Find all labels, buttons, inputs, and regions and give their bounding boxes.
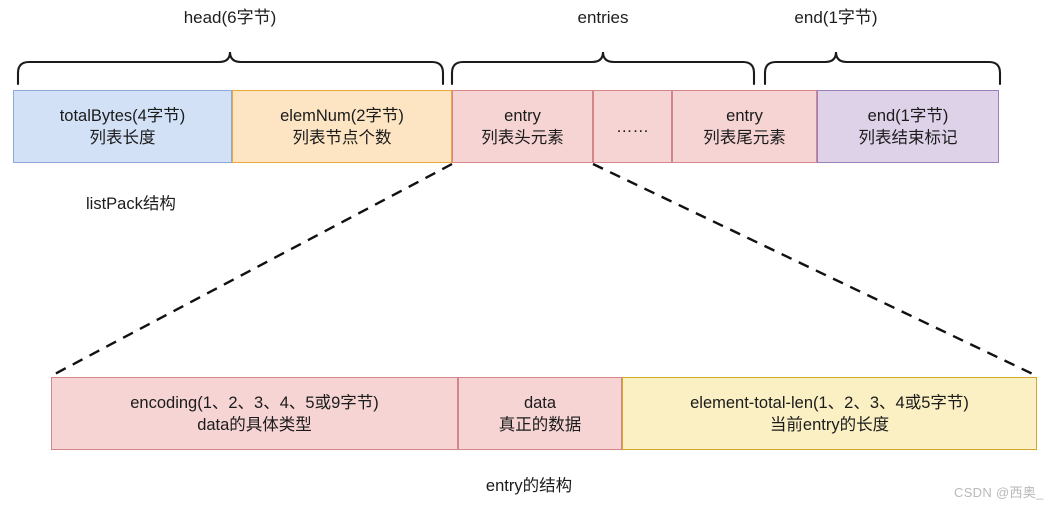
entry-data: data 真正的数据 [458, 377, 622, 450]
cell-entry-tail-line2: 列表尾元素 [703, 128, 786, 147]
entry-encoding-line2: data的具体类型 [197, 415, 312, 434]
entry-element-total-len-line2: 当前entry的长度 [769, 415, 890, 434]
dashed-connector-lines [50, 162, 1038, 378]
cell-entry-ellipsis-line1: …… [616, 117, 649, 136]
entry-element-total-len-line1: element-total-len(1、2、3、4或5字节) [690, 393, 969, 412]
brace-1 [450, 51, 756, 86]
cell-elemNum: elemNum(2字节) 列表节点个数 [232, 90, 452, 163]
cell-end-line2: 列表结束标记 [858, 128, 958, 147]
entry-data-line2: 真正的数据 [498, 415, 582, 434]
brace-2 [763, 51, 1002, 86]
cell-elemNum-line2: 列表节点个数 [292, 128, 392, 147]
cell-entry-ellipsis: …… [593, 90, 672, 163]
entry-data-line1: data [523, 393, 557, 412]
brace-label-entries: entries [577, 8, 629, 27]
entry-encoding: encoding(1、2、3、4、5或9字节) data的具体类型 [51, 377, 458, 450]
entry-encoding-line1: encoding(1、2、3、4、5或9字节) [130, 393, 379, 412]
cell-entry-tail-line1: entry [726, 106, 763, 125]
brace-0 [16, 51, 445, 86]
watermark: CSDN @西奥_ [954, 485, 1044, 500]
cell-totalBytes-line1: totalBytes(4字节) [59, 106, 186, 125]
cell-elemNum-line1: elemNum(2字节) [280, 106, 404, 125]
brace-label-end: end(1字节) [794, 8, 878, 27]
cell-totalBytes: totalBytes(4字节) 列表长度 [13, 90, 232, 163]
cell-entry-head: entry 列表头元素 [452, 90, 593, 163]
entry-element-total-len: element-total-len(1、2、3、4或5字节) 当前entry的长度 [622, 377, 1037, 450]
cell-end-line1: end(1字节) [867, 106, 949, 125]
connector-line-1 [592, 162, 1038, 378]
cell-entry-tail: entry 列表尾元素 [672, 90, 817, 163]
cell-end: end(1字节) 列表结束标记 [817, 90, 999, 163]
curly-braces [16, 51, 1002, 86]
cell-totalBytes-line2: 列表长度 [89, 128, 156, 147]
brace-label-head: head(6字节) [183, 8, 277, 27]
listpack-caption: listPack结构 [86, 195, 176, 213]
entry-caption: entry的结构 [485, 477, 573, 495]
cell-entry-head-line2: 列表头元素 [481, 128, 564, 147]
cell-entry-head-line1: entry [504, 106, 541, 125]
